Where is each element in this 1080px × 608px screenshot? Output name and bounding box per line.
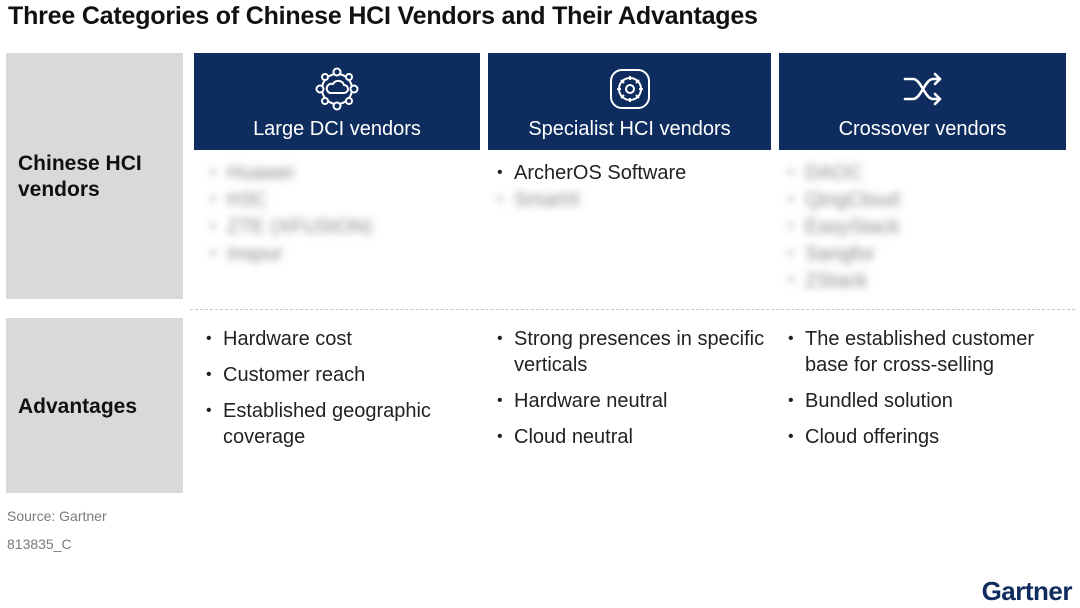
large-dci-vendor-list: Huawei H3C ZTE (XFUSION) Inspur	[210, 160, 470, 268]
list-item: Established geographic coverage	[206, 398, 478, 450]
specialist-advantages-list: Strong presences in specific verticals H…	[497, 326, 769, 460]
column-header-crossover-label: Crossover vendors	[838, 118, 1007, 140]
row-divider	[190, 309, 1075, 310]
list-item: Customer reach	[206, 362, 478, 388]
list-item: SmartX	[497, 187, 757, 213]
gartner-logo: Gartner	[981, 576, 1073, 606]
list-item: H3C	[210, 187, 470, 213]
row-header-vendors: Chinese HCI vendors	[6, 53, 183, 299]
column-header-crossover: Crossover vendors	[779, 53, 1066, 150]
list-item: ZTE (XFUSION)	[210, 214, 470, 240]
column-header-large-dci-label: Large DCI vendors	[253, 118, 421, 140]
list-item: Bundled solution	[788, 388, 1068, 414]
crossover-vendor-list: DAOC QingCloud EasyStack Sangfor ZStack	[788, 160, 1048, 295]
specialist-vendor-list: ArcherOS Software SmartX	[497, 160, 757, 214]
list-item: Hardware neutral	[497, 388, 769, 414]
row-header-advantages: Advantages	[6, 318, 183, 493]
crossover-advantages-list: The established customer base for cross-…	[788, 326, 1068, 460]
list-item: Sangfor	[788, 241, 1048, 267]
list-item: Strong presences in specific verticals	[497, 326, 769, 378]
column-header-specialist-label: Specialist HCI vendors	[528, 118, 731, 140]
list-item: ZStack	[788, 268, 1048, 294]
list-item: QingCloud	[788, 187, 1048, 213]
row-header-vendors-label: Chinese HCI vendors	[18, 152, 142, 201]
list-item: Hardware cost	[206, 326, 478, 352]
gear-icon	[609, 69, 650, 109]
list-item: Cloud offerings	[788, 424, 1068, 450]
document-id: 813835_C	[7, 536, 72, 552]
row-header-advantages-label: Advantages	[18, 395, 138, 418]
cloud-network-icon	[315, 67, 359, 111]
list-item: Huawei	[210, 160, 470, 186]
large-dci-advantages-list: Hardware cost Customer reach Established…	[206, 326, 478, 460]
shuffle-icon	[903, 72, 941, 106]
source-note: Source: Gartner	[7, 508, 107, 524]
column-header-large-dci: Large DCI vendors	[194, 53, 480, 150]
list-item: EasyStack	[788, 214, 1048, 240]
list-item: Inspur	[210, 241, 470, 267]
column-header-specialist: Specialist HCI vendors	[488, 53, 771, 150]
list-item: DAOC	[788, 160, 1048, 186]
list-item: The established customer base for cross-…	[788, 326, 1068, 378]
list-item: Cloud neutral	[497, 424, 769, 450]
list-item: ArcherOS Software	[497, 160, 757, 186]
page-title: Three Categories of Chinese HCI Vendors …	[8, 2, 758, 30]
